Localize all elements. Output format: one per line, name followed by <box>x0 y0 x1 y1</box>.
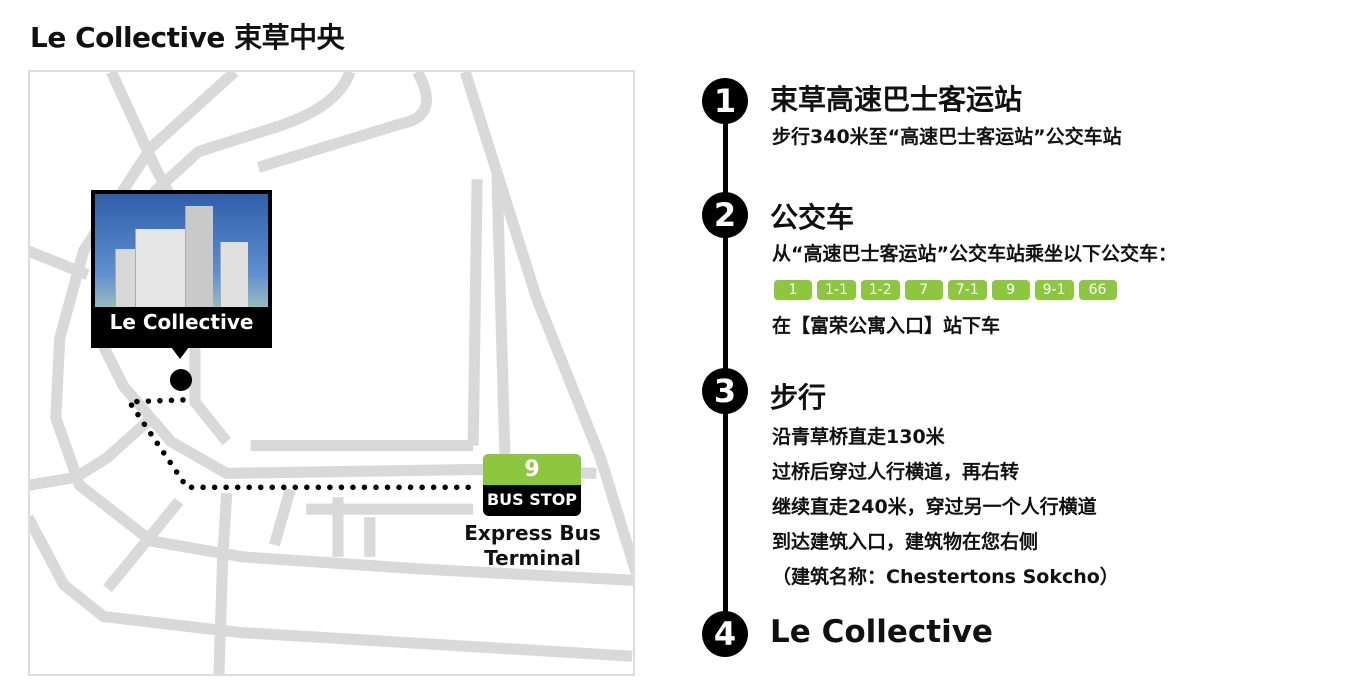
bus-stop-number: 9 <box>483 454 581 485</box>
bus-stop-label: BUS STOP <box>486 490 578 509</box>
bus-route-chip: 7 <box>904 280 943 300</box>
road <box>103 487 474 593</box>
step-4-heading: Le Collective <box>770 614 993 650</box>
step-3-text: 继续直走240米，穿过另一个人行横道 <box>772 496 1097 518</box>
step-3-text: 到达建筑入口，建筑物在您右侧 <box>772 531 1039 553</box>
bus-terminal-line: Terminal <box>484 546 581 570</box>
road <box>256 72 432 173</box>
building-photo <box>95 194 268 307</box>
step-2-text: 从“高速巴士客运站”公交车站乘坐以下公交车： <box>772 243 1177 265</box>
bus-route-chip: 9 <box>991 280 1030 300</box>
location-pin-icon <box>170 369 192 391</box>
timeline-line <box>723 100 728 635</box>
walking-route <box>126 397 480 491</box>
bus-terminal-line: Express Bus <box>464 521 601 545</box>
step-4-badge: 4 <box>702 611 748 657</box>
callout-pointer <box>171 347 189 359</box>
road <box>189 338 474 452</box>
route-map <box>28 70 635 676</box>
step-3-text: （建筑名称：Chestertons Sokcho） <box>772 566 1119 588</box>
step-1-heading: 束草高速巴士客运站 <box>770 83 1023 116</box>
step-1-text: 步行340米至“高速巴士客运站”公交车站 <box>772 126 1122 148</box>
bus-stop-sign: 9 BUS STOP <box>483 454 581 516</box>
road-network <box>30 72 633 674</box>
bus-route-chip: 7-1 <box>947 280 987 300</box>
step-3-text: 过桥后穿过人行横道，再右转 <box>772 461 1020 483</box>
step-2-text: 在【富荣公寓入口】站下车 <box>772 315 1001 337</box>
bus-route-chip: 66 <box>1078 280 1117 300</box>
bus-terminal-label: Express Bus Terminal <box>450 521 615 571</box>
road <box>114 72 356 254</box>
road <box>30 514 633 662</box>
building-callout: Le Collective <box>91 190 272 348</box>
page-title: Le Collective 束草中央 <box>30 21 345 54</box>
step-1-badge: 1 <box>702 78 748 124</box>
bus-route-chip: 1-2 <box>860 280 900 300</box>
building-label: Le Collective <box>109 310 254 334</box>
step-2-heading: 公交车 <box>770 201 855 234</box>
step-3-text: 沿青草桥直走130米 <box>772 426 945 448</box>
step-3-heading: 步行 <box>770 381 827 414</box>
road <box>467 175 511 458</box>
road <box>213 492 233 674</box>
step-2-badge: 2 <box>702 192 748 238</box>
bus-route-chip: 1-1 <box>817 280 856 300</box>
road <box>30 245 90 280</box>
bus-route-chip: 9-1 <box>1034 280 1074 300</box>
step-3-badge: 3 <box>702 368 748 414</box>
bus-route-list: 1 1-1 1-2 7 7-1 9 9-1 66 <box>774 280 1117 300</box>
road <box>30 417 151 491</box>
bus-route-chip: 1 <box>774 280 812 300</box>
